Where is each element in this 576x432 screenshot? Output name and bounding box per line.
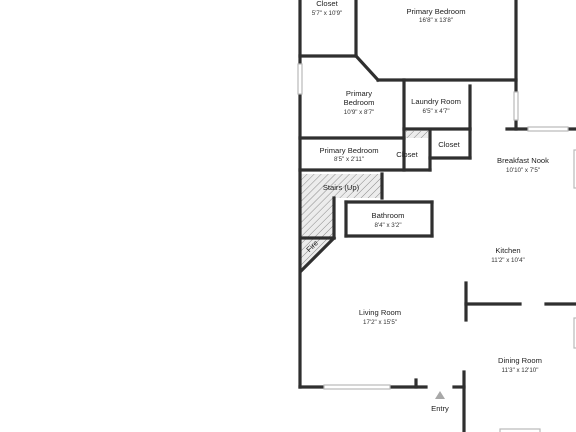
kitchen-name: Kitchen [495,246,520,255]
primary-bedroom-dims: 16'8" x 13'8" [419,17,453,24]
primary-bedroom-name: Primary Bedroom [406,7,465,16]
closet-mid-name: Closet [396,150,418,159]
primary-bedroom-2-dims: 10'9" x 8'7" [344,109,375,116]
laundry-room-name: Laundry Room [411,97,461,106]
living-room-name: Living Room [359,308,401,317]
dining-room-name: Dining Room [498,356,542,365]
stairs-hatch [301,174,382,238]
dining-room-dims: 11'3" x 12'10" [502,367,539,374]
primary-bedroom-3-name: Primary Bedroom [319,146,378,155]
entry-arrow-icon [435,391,445,399]
primary-bedroom-2-name-line1: Primary [346,89,372,98]
living-room-dims: 17'2" x 15'5" [363,319,397,326]
primary-bedroom-3-dims: 8'5" x 2'11" [334,156,364,163]
kitchen-dims: 11'2" x 10'4" [491,257,524,264]
closet-top-name: Closet [316,0,338,8]
breakfast-nook-name: Breakfast Nook [497,156,549,165]
windows [297,63,576,432]
stairs-name: Stairs (Up) [323,183,360,192]
closet-hatch [406,131,428,138]
primary-bedroom-2-name-line2: Bedroom [344,98,375,107]
bathroom-name: Bathroom [372,211,405,220]
bathroom-dims: 8'4" x 3'2" [374,222,401,229]
laundry-room-dims: 6'5" x 4'7" [422,108,449,115]
breakfast-nook-dims: 10'10" x 7'5" [506,167,540,174]
interior-walls [298,0,576,389]
closet-right-name: Closet [438,140,460,149]
entry-label: Entry [431,404,449,413]
closet-top-dims: 5'7" x 10'9" [312,10,343,17]
